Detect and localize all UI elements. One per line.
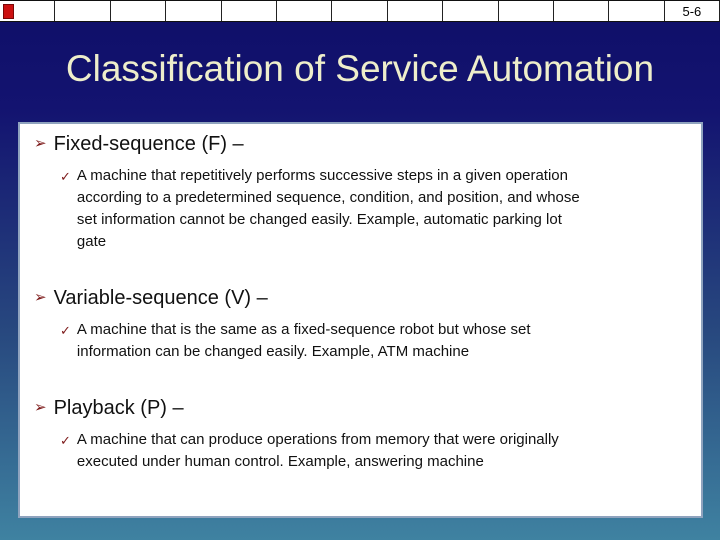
header-cell bbox=[166, 1, 222, 21]
check-icon: ✓ bbox=[60, 433, 71, 448]
slide-number: 5-6 bbox=[665, 1, 720, 21]
header-cell bbox=[55, 1, 111, 21]
bullet-header-label: Variable-sequence (V) – bbox=[53, 287, 268, 309]
header-cell bbox=[111, 1, 167, 21]
bullet-body-row: ✓ A machine that is the same as a fixed-… bbox=[34, 319, 701, 363]
header-cell bbox=[222, 1, 277, 21]
bullet-group: ➢ Playback (P) – ✓ A machine that can pr… bbox=[34, 396, 701, 473]
bullet-group: ➢ Variable-sequence (V) – ✓ A machine th… bbox=[34, 286, 701, 363]
check-icon: ✓ bbox=[60, 169, 71, 184]
slide-header-strip: 5-6 bbox=[0, 0, 720, 22]
bullet-header-row: ➢ Variable-sequence (V) – bbox=[34, 286, 701, 310]
page-title: Classification of Service Automation bbox=[65, 48, 655, 89]
content-box: ➢ Fixed-sequence (F) – ✓ A machine that … bbox=[18, 122, 703, 518]
bullet-header-row: ➢ Playback (P) – bbox=[34, 396, 701, 420]
header-cell bbox=[609, 1, 665, 21]
bullet-header-label: Fixed-sequence (F) – bbox=[53, 133, 244, 155]
arrow-bullet-icon: ➢ bbox=[34, 135, 47, 152]
bullet-header-label: Playback (P) – bbox=[53, 397, 184, 419]
header-cell bbox=[388, 1, 444, 21]
header-cell bbox=[443, 1, 499, 21]
bullet-header-row: ➢ Fixed-sequence (F) – bbox=[34, 132, 701, 156]
red-marker bbox=[3, 3, 14, 19]
header-cell bbox=[277, 1, 333, 21]
bullet-body-text: A machine that is the same as a fixed-se… bbox=[76, 321, 531, 360]
bullet-body-row: ✓ A machine that can produce operations … bbox=[34, 429, 701, 473]
bullet-group: ➢ Fixed-sequence (F) – ✓ A machine that … bbox=[34, 132, 701, 253]
check-icon: ✓ bbox=[60, 323, 71, 338]
bullet-body-text: A machine that repetitively performs suc… bbox=[76, 167, 580, 250]
arrow-bullet-icon: ➢ bbox=[34, 399, 47, 416]
bullet-body-text: A machine that can produce operations fr… bbox=[76, 431, 559, 470]
bullet-body-row: ✓ A machine that repetitively performs s… bbox=[34, 165, 701, 253]
header-cell bbox=[0, 1, 56, 21]
header-cell bbox=[554, 1, 610, 21]
arrow-bullet-icon: ➢ bbox=[34, 289, 47, 306]
header-cell bbox=[499, 1, 554, 21]
header-cell bbox=[332, 1, 388, 21]
